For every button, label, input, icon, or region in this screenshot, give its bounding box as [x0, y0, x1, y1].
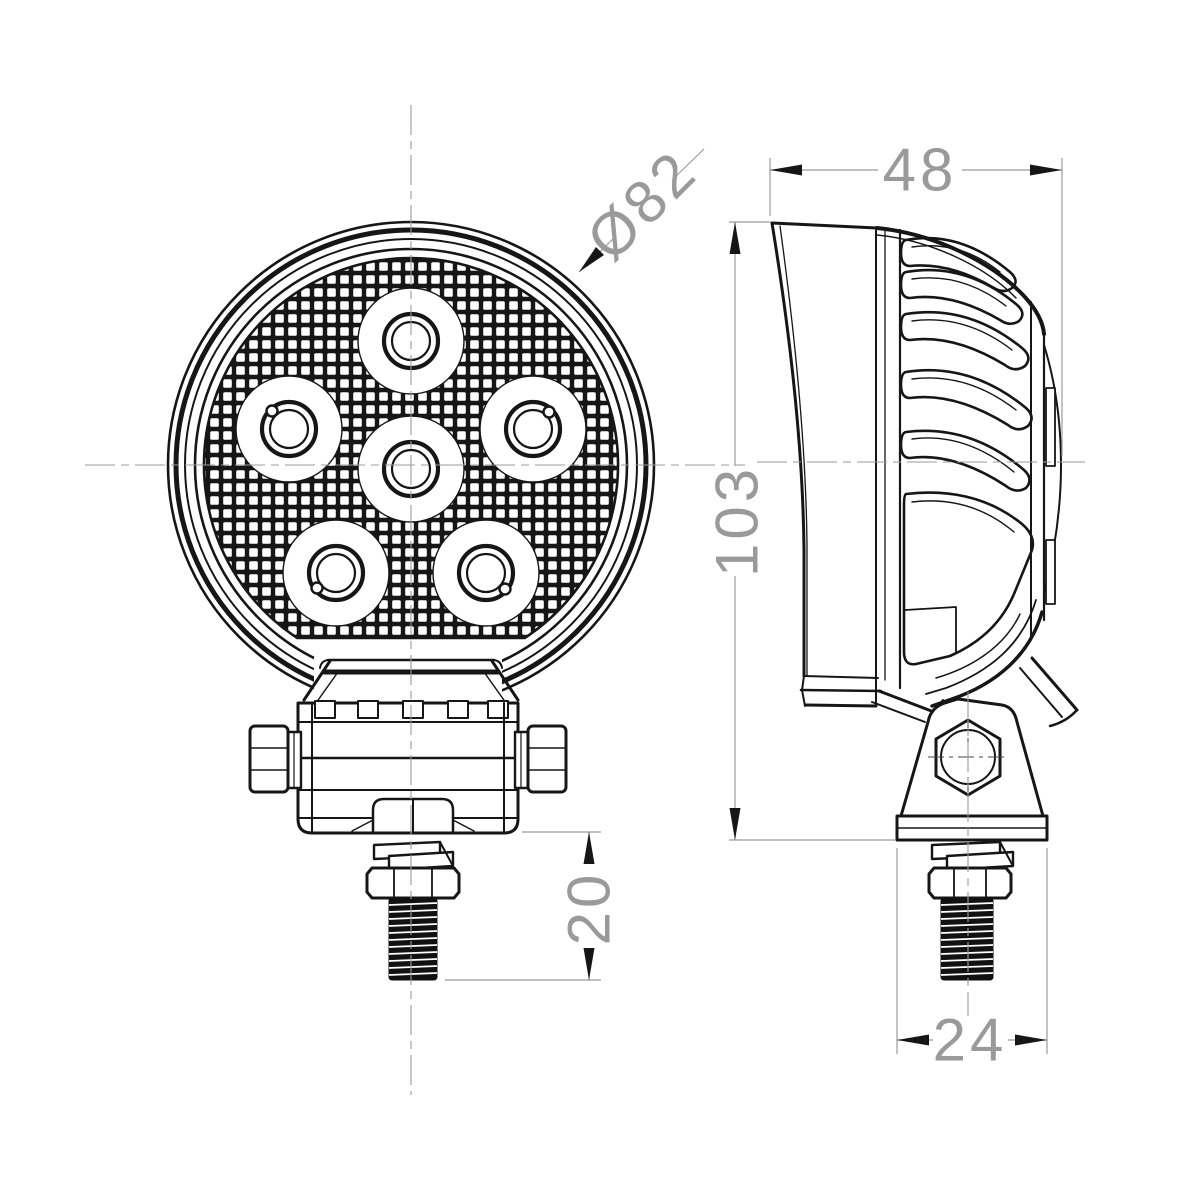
led-array	[235, 287, 587, 627]
housing-shoulder	[875, 226, 1046, 336]
led-right	[479, 375, 587, 483]
centerlines	[85, 105, 1085, 1095]
side-bolt-right	[513, 724, 568, 794]
dimension-depth: 48	[769, 137, 1063, 456]
height-label: 103	[704, 465, 771, 577]
stud-nut-front	[365, 866, 461, 900]
dimension-diameter: Ø82	[574, 137, 710, 273]
stud-nut-side	[927, 866, 1013, 900]
mounting-bracket-side	[895, 697, 1049, 981]
bracket-width-label: 24	[933, 1007, 1008, 1074]
bracket-serration	[297, 700, 519, 723]
side-bolt-left	[248, 724, 303, 794]
dimensions: Ø82 48 103	[445, 137, 1063, 1074]
threaded-stud-front	[388, 897, 438, 981]
depth-label: 48	[883, 137, 958, 204]
dimension-stud-length: 20	[445, 831, 623, 981]
dimension-height: 103	[704, 221, 895, 841]
heatsink-fins	[899, 236, 1035, 666]
led-bottom-left	[282, 519, 390, 627]
side-view	[770, 221, 1079, 981]
led-left	[235, 375, 343, 483]
lock-washer-front	[372, 840, 455, 872]
dimension-bracket-width: 24	[896, 848, 1048, 1074]
lens-edge	[770, 221, 806, 678]
led-bottom-right	[432, 519, 540, 627]
stud-length-label: 20	[556, 871, 623, 946]
threaded-stud-side	[940, 897, 994, 981]
mounting-bracket-front	[248, 700, 568, 981]
